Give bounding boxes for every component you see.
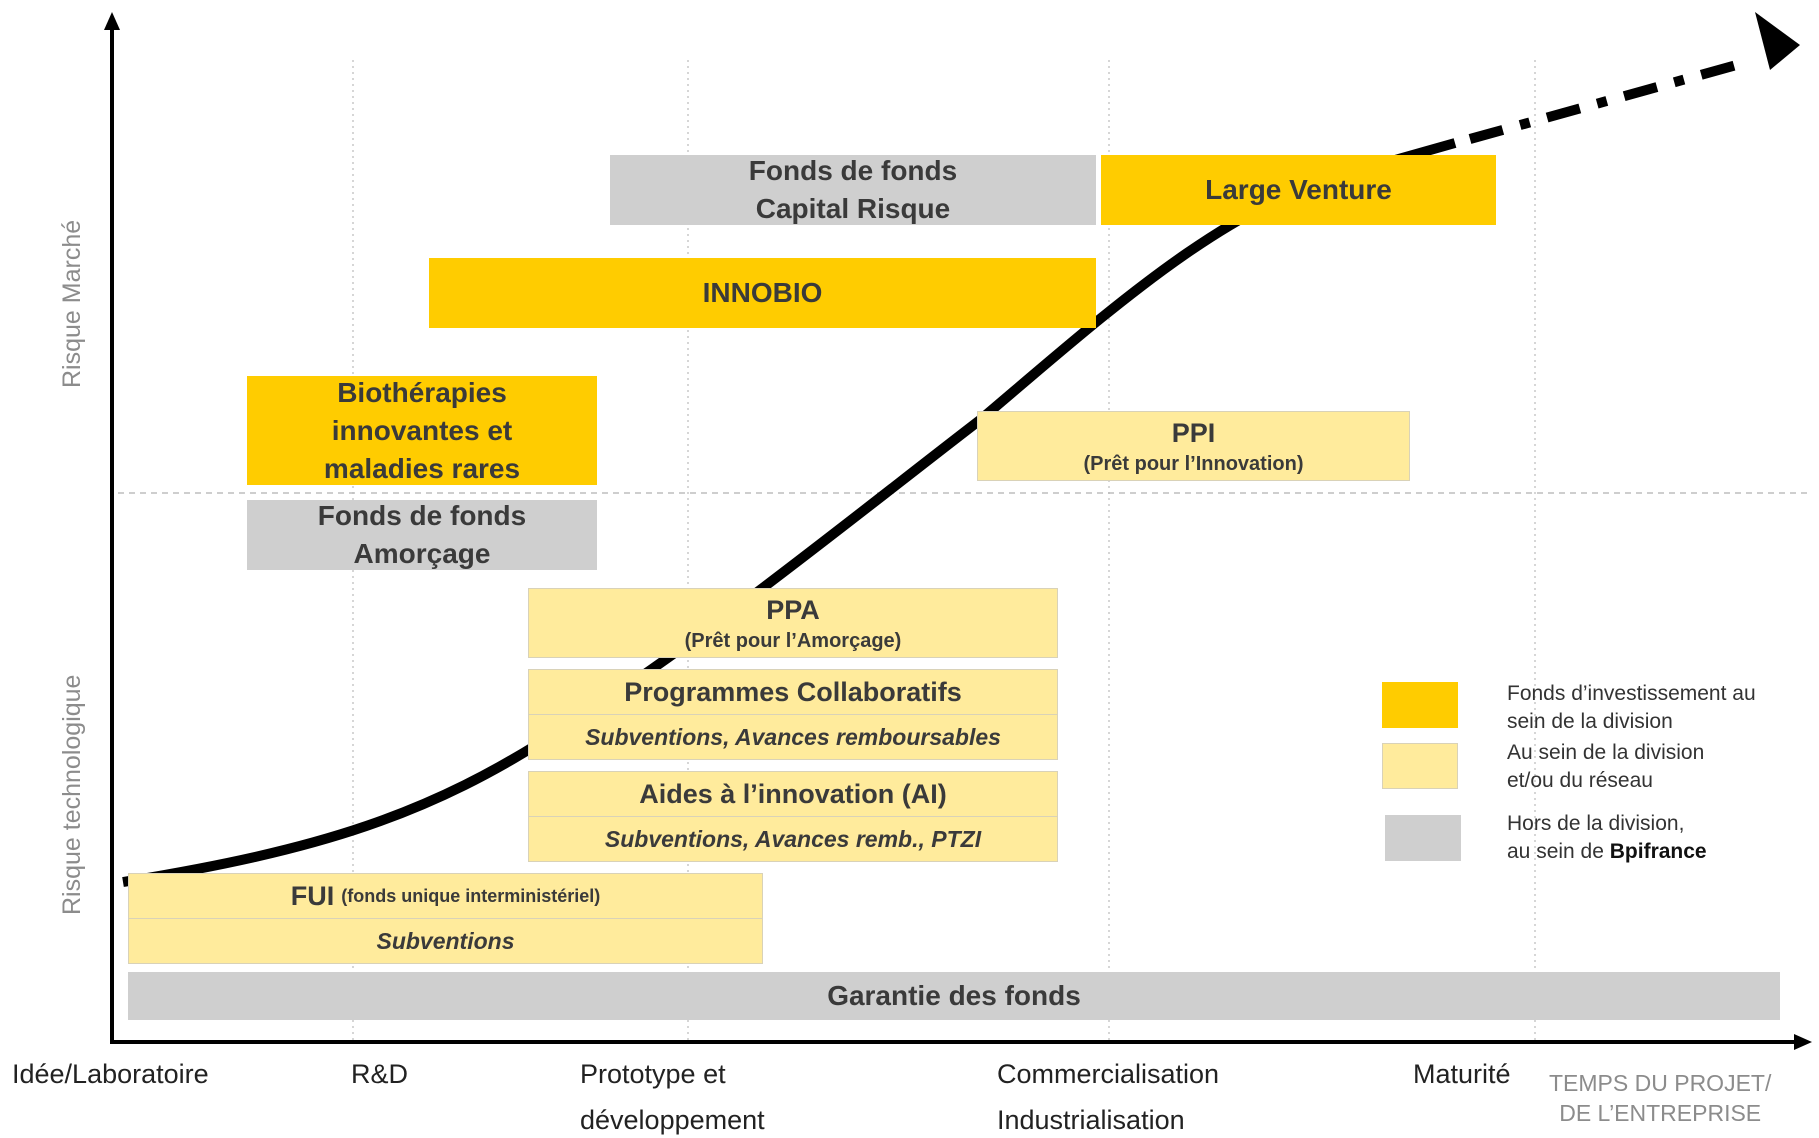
stage-label-idee: Idée/Laboratoire <box>12 1053 209 1095</box>
fui-detail: Subventions <box>129 918 762 963</box>
box-innobio: INNOBIO <box>429 258 1096 328</box>
growth-curve-arrowhead <box>1755 12 1800 70</box>
growth-curve-dashed <box>1468 59 1742 144</box>
box-ppi: PPI (Prêt pour l’Innovation) <box>977 411 1410 481</box>
stage-label-commercialisation: Commercialisation Industrialisation <box>997 1053 1219 1138</box>
legend-text-outside-division: Hors de la division, au sein de Bpifranc… <box>1507 810 1707 866</box>
ppi-title: PPI <box>1171 418 1216 448</box>
stage-label-rd: R&D <box>351 1053 408 1095</box>
stage-prototype-line1: Prototype et <box>580 1059 726 1089</box>
box-fui: FUI (fonds unique interministériel) Subv… <box>128 873 763 964</box>
box-large-venture: Large Venture <box>1101 155 1496 225</box>
box-ppa: PPA (Prêt pour l’Amorçage) <box>528 588 1058 658</box>
x-label-line2: DE L’ENTREPRISE <box>1559 1100 1762 1126</box>
biotherapies-line3: maladies rares <box>323 452 521 484</box>
legend-division-line2: et/ou du réseau <box>1507 769 1653 792</box>
stage-label-maturite: Maturité <box>1413 1053 1511 1095</box>
biotherapies-line1: Biothérapies <box>337 376 507 408</box>
fonds-amorcage-line1: Fonds de fonds <box>317 500 527 531</box>
legend-outside-line1: Hors de la division, <box>1507 812 1685 835</box>
ppa-subtitle: (Prêt pour l’Amorçage) <box>684 630 902 652</box>
legend-outside-line2-row: au sein de Bpifrance <box>1507 838 1707 866</box>
programmes-title: Programmes Collaboratifs <box>624 677 962 707</box>
y-label-risque-technologique: Risque technologique <box>58 674 86 915</box>
aides-title: Aides à l’innovation (AI) <box>639 779 947 809</box>
legend-text-division-network: Au sein de la division et/ou du réseau <box>1507 739 1704 795</box>
legend-investment-line2: sein de la division <box>1507 710 1673 733</box>
legend-outside-line2: au sein de <box>1507 840 1610 863</box>
fui-title-row: FUI (fonds unique interministériel) <box>129 874 762 918</box>
ppi-subtitle: (Prêt pour l’Innovation) <box>1083 453 1304 475</box>
box-aides-innovation: Aides à l’innovation (AI) Subventions, A… <box>528 771 1058 862</box>
box-fonds-capital-risque: Fonds de fonds Capital Risque <box>610 155 1096 225</box>
legend-swatch-division-network <box>1382 743 1458 789</box>
ppa-title: PPA <box>766 595 820 625</box>
legend-investment-line1: Fonds d’investissement au <box>1507 682 1756 705</box>
x-axis-arrowhead <box>1794 1034 1812 1050</box>
box-biotherapies: Biothérapies innovantes et maladies rare… <box>247 376 597 485</box>
box-garantie-des-fonds: Garantie des fonds <box>128 972 1780 1020</box>
garantie-title: Garantie des fonds <box>827 980 1081 1011</box>
fonds-amorcage-line2: Amorçage <box>353 538 491 569</box>
growth-curve <box>122 138 1457 887</box>
programmes-detail: Subventions, Avances remboursables <box>529 714 1057 759</box>
biotherapies-line2: innovantes et <box>331 414 513 446</box>
stage-idee-line1: Idée/Laboratoire <box>12 1059 209 1089</box>
stage-rd-line1: R&D <box>351 1059 409 1089</box>
legend-division-line1: Au sein de la division <box>1507 741 1705 764</box>
aides-detail: Subventions, Avances remb., PTZI <box>529 816 1057 861</box>
x-label-line1: TEMPS DU PROJET/ <box>1549 1070 1772 1096</box>
stage-prototype-line2: développement <box>580 1105 765 1135</box>
fonds-capital-risque-line1: Fonds de fonds <box>748 155 958 186</box>
fui-title-small: (fonds unique interministériel) <box>341 885 601 906</box>
y-label-risque-marche: Risque Marché <box>58 219 86 388</box>
stage-label-prototype: Prototype et développement <box>580 1053 765 1138</box>
stage-maturite-line1: Maturité <box>1413 1059 1511 1089</box>
bpifrance-logo-text: Bpifrance <box>1609 840 1707 863</box>
large-venture-title: Large Venture <box>1205 174 1392 205</box>
legend-text-investment-fund: Fonds d’investissement au sein de la div… <box>1507 680 1756 736</box>
legend-swatch-outside-division <box>1385 815 1461 861</box>
box-programmes-collaboratifs: Programmes Collaboratifs Subventions, Av… <box>528 669 1058 760</box>
box-fonds-amorcage: Fonds de fonds Amorçage <box>247 500 597 570</box>
y-axis-arrowhead <box>104 12 120 30</box>
fonds-capital-risque-line2: Capital Risque <box>755 193 951 224</box>
innobio-title: INNOBIO <box>702 277 823 308</box>
legend-swatch-investment-fund <box>1382 682 1458 728</box>
stage-commercialisation-line1: Commercialisation <box>997 1059 1220 1089</box>
stage-commercialisation-line2: Industrialisation <box>997 1105 1185 1135</box>
fui-title: FUI <box>290 881 335 911</box>
x-label-temps-projet: TEMPS DU PROJET/ DE L’ENTREPRISE <box>1549 1068 1771 1128</box>
